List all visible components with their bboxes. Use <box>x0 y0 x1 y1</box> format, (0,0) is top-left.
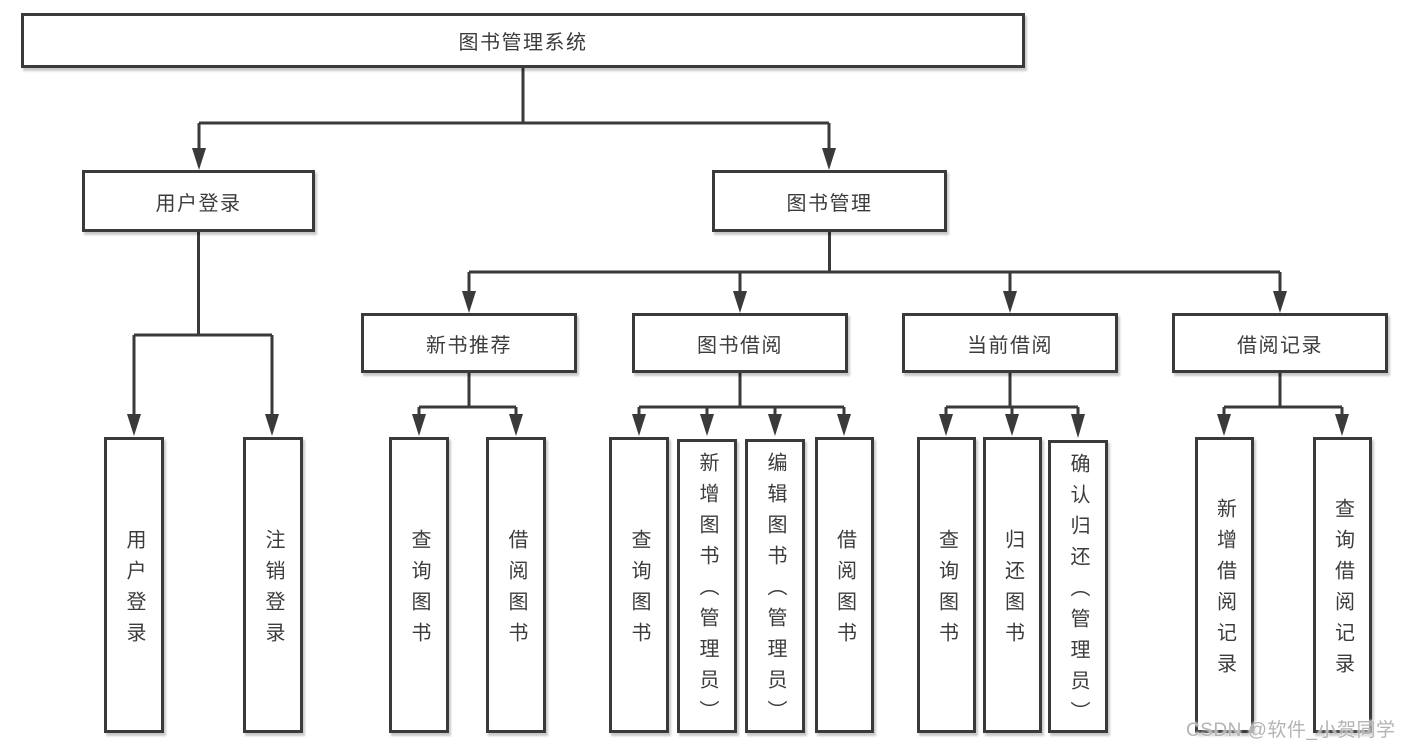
leaf-borrow-books-1: 借阅图书 <box>486 437 546 733</box>
node-book-management: 图书管理 <box>712 170 947 232</box>
node-user-login: 用户登录 <box>82 170 315 232</box>
connector-book-borrow <box>637 373 846 418</box>
arrowhead <box>837 414 851 436</box>
node-new-book-recommend: 新书推荐 <box>361 313 577 373</box>
arrowhead <box>632 414 646 436</box>
leaf-label: 新增借阅记录 <box>1213 497 1236 684</box>
node-current-borrow: 当前借阅 <box>902 313 1118 373</box>
leaf-label: 借阅图书 <box>833 528 856 653</box>
arrowhead <box>768 414 782 436</box>
arrowhead <box>127 414 141 436</box>
leaf-label: 新增图书（管理员） <box>696 452 718 731</box>
leaf-return-books: 归还图书 <box>983 437 1042 733</box>
arrowhead <box>1217 414 1231 436</box>
leaf-confirm-return-admin: 确认归还（管理员） <box>1048 440 1108 733</box>
arrowhead <box>1003 291 1017 313</box>
arrowhead <box>822 148 836 170</box>
leaf-label: 查询图书 <box>408 528 430 653</box>
arrowhead <box>509 414 523 436</box>
leaf-query-borrow-record: 查询借阅记录 <box>1313 437 1372 733</box>
leaf-label: 确认归还（管理员） <box>1067 452 1089 732</box>
arrowhead <box>265 414 279 436</box>
node-library-management-system: 图书管理系统 <box>21 13 1025 68</box>
connector-root <box>197 68 831 152</box>
arrowhead <box>462 291 476 313</box>
connector-new-book <box>417 373 518 418</box>
leaf-borrow-books-2: 借阅图书 <box>815 437 874 733</box>
arrowhead <box>939 414 953 436</box>
connector-borrow-record <box>1222 373 1344 418</box>
node-book-borrow: 图书借阅 <box>632 313 848 373</box>
leaf-query-books-2: 查询图书 <box>609 437 669 733</box>
leaf-label: 用户登录 <box>123 528 145 653</box>
leaf-label: 查询借阅记录 <box>1331 497 1354 684</box>
leaf-logout: 注销登录 <box>243 437 303 733</box>
leaf-label: 查询图书 <box>935 528 958 653</box>
arrowhead <box>1071 414 1085 438</box>
leaf-query-books-1: 查询图书 <box>389 437 449 733</box>
arrowheads <box>127 148 1349 438</box>
leaf-label: 注销登录 <box>262 528 284 653</box>
leaf-label: 归还图书 <box>1001 528 1024 653</box>
arrowhead <box>733 291 747 313</box>
arrowhead <box>700 414 714 436</box>
csdn-watermark: CSDN @软件_小贺同学 <box>1186 720 1396 741</box>
leaf-add-books-admin: 新增图书（管理员） <box>677 439 737 733</box>
leaf-label: 借阅图书 <box>505 528 527 653</box>
arrowhead <box>1335 414 1349 436</box>
arrowhead <box>192 148 206 170</box>
arrowhead <box>412 414 426 436</box>
connector-user-login <box>132 232 274 418</box>
connector-current-borrow <box>944 373 1080 418</box>
leaf-query-books-3: 查询图书 <box>917 437 976 733</box>
arrowhead <box>1273 291 1287 313</box>
leaf-label: 查询图书 <box>628 528 650 653</box>
arrowhead <box>1005 414 1019 436</box>
leaf-user-login: 用户登录 <box>104 437 164 733</box>
connector-book-mgmt <box>467 232 1282 295</box>
leaf-edit-books-admin: 编辑图书（管理员） <box>745 439 805 733</box>
leaf-add-borrow-record: 新增借阅记录 <box>1195 437 1254 733</box>
node-borrow-record: 借阅记录 <box>1172 313 1388 373</box>
leaf-label: 编辑图书（管理员） <box>764 452 786 731</box>
